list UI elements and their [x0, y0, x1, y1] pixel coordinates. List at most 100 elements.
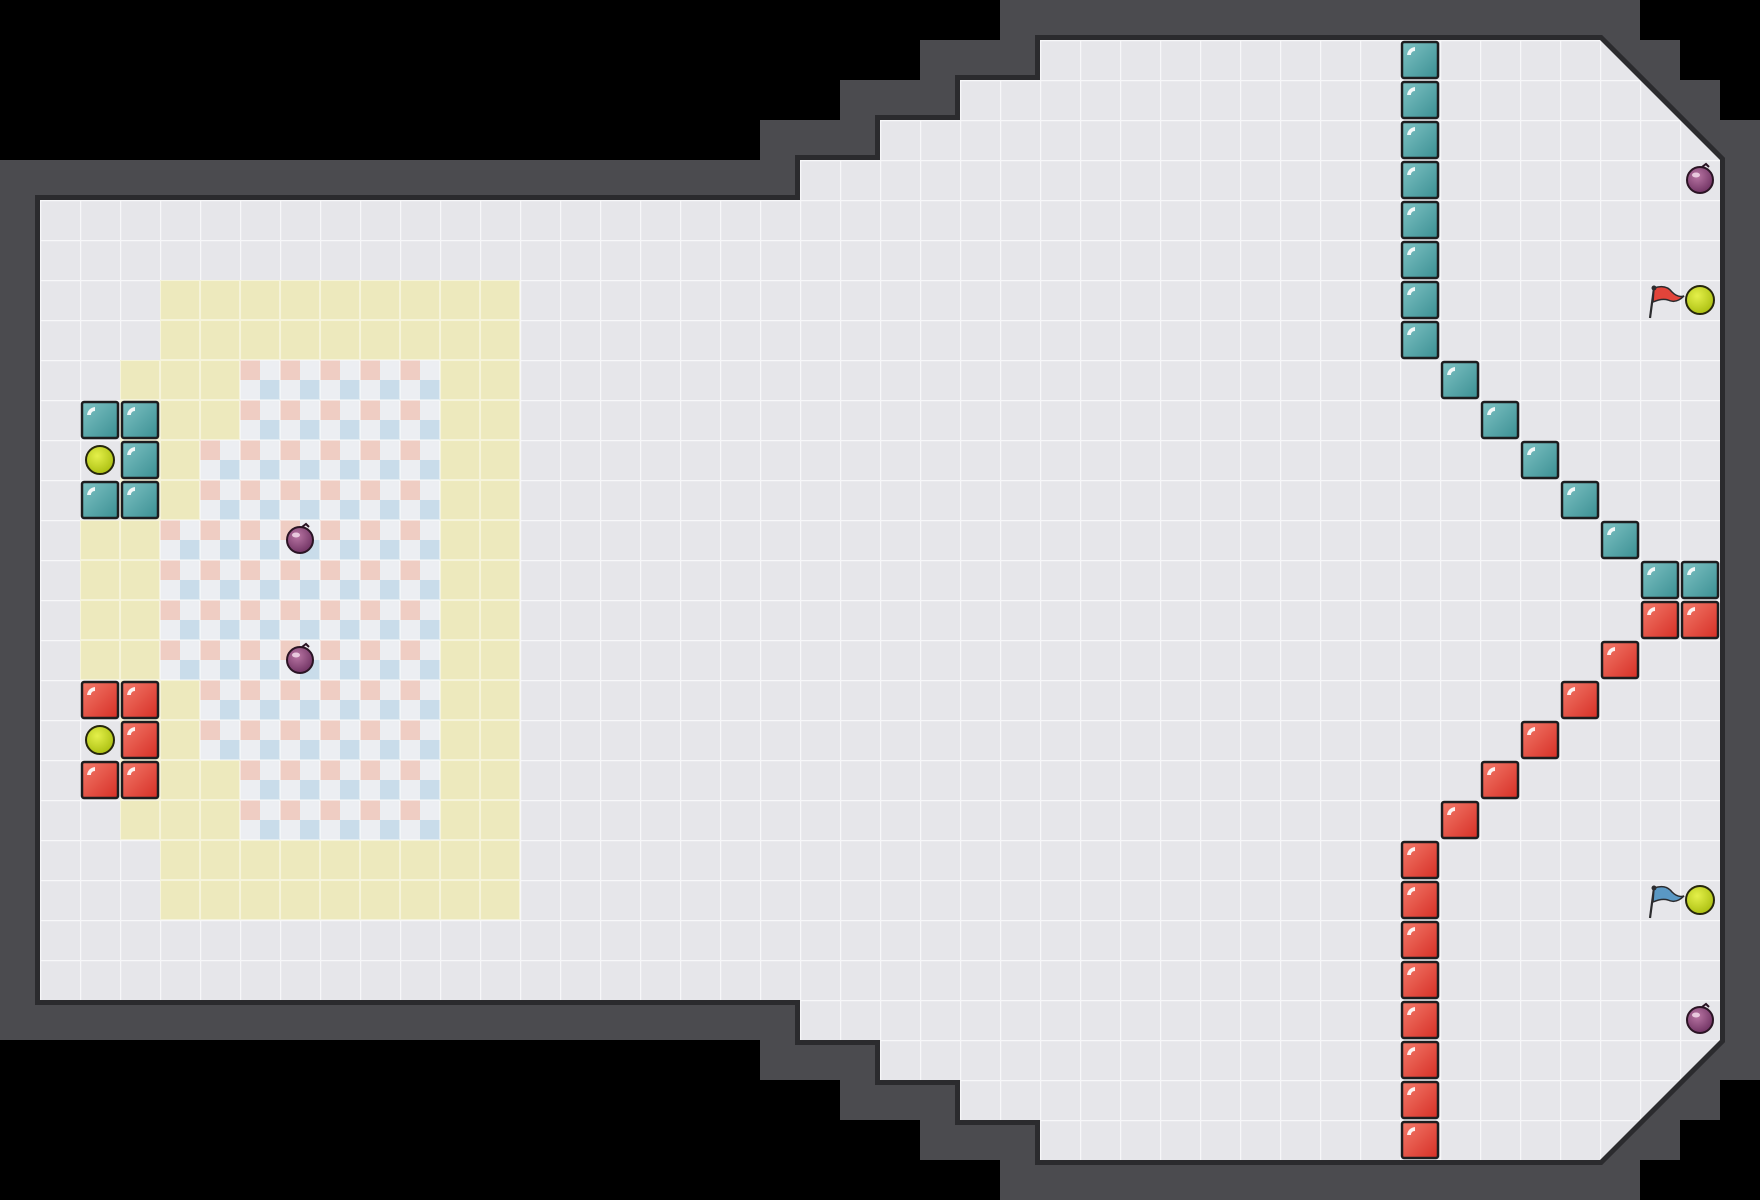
red-block[interactable]: [1400, 880, 1440, 920]
yellow-orb-icon[interactable]: [85, 725, 115, 755]
checker-cell: [280, 400, 320, 440]
checker-cell: [200, 560, 240, 600]
yellow-zone-row: [160, 840, 520, 880]
checker-cell: [400, 480, 440, 520]
teal-block[interactable]: [1400, 40, 1440, 80]
teal-block[interactable]: [1560, 480, 1600, 520]
teal-block[interactable]: [120, 400, 160, 440]
red-block[interactable]: [120, 760, 160, 800]
checker-cell: [360, 800, 400, 840]
checker-cell: [320, 800, 360, 840]
checker-cell: [200, 680, 240, 720]
red-block[interactable]: [1680, 600, 1720, 640]
teal-block[interactable]: [1400, 120, 1440, 160]
teal-block[interactable]: [1440, 360, 1480, 400]
teal-block[interactable]: [1400, 320, 1440, 360]
blue-flag-icon[interactable]: [1648, 885, 1685, 919]
teal-block[interactable]: [1400, 80, 1440, 120]
teal-block[interactable]: [1520, 440, 1560, 480]
checker-cell: [360, 560, 400, 600]
checker-cell: [240, 760, 280, 800]
checker-cell: [360, 400, 400, 440]
red-block[interactable]: [1640, 600, 1680, 640]
red-block[interactable]: [1400, 1040, 1440, 1080]
checker-cell: [240, 520, 280, 560]
checker-cell: [400, 800, 440, 840]
red-block[interactable]: [1600, 640, 1640, 680]
checker-cell: [360, 360, 400, 400]
checker-cell: [360, 480, 400, 520]
checker-cell: [200, 640, 240, 680]
purple-gem-icon[interactable]: [1686, 162, 1714, 194]
red-block[interactable]: [1400, 960, 1440, 1000]
yellow-orb-icon[interactable]: [1685, 285, 1715, 315]
checker-cell: [400, 400, 440, 440]
red-block[interactable]: [1560, 680, 1600, 720]
checker-cell: [280, 680, 320, 720]
checker-cell: [240, 360, 280, 400]
checker-cell: [360, 440, 400, 480]
checker-cell: [360, 600, 400, 640]
checker-cell: [240, 480, 280, 520]
checker-cell: [240, 400, 280, 440]
purple-gem-icon[interactable]: [286, 522, 314, 554]
red-block[interactable]: [1400, 1120, 1440, 1160]
teal-block[interactable]: [120, 440, 160, 480]
teal-block[interactable]: [80, 400, 120, 440]
checker-cell: [200, 600, 240, 640]
teal-block[interactable]: [1400, 280, 1440, 320]
teal-block[interactable]: [1480, 400, 1520, 440]
teal-block[interactable]: [1600, 520, 1640, 560]
red-block[interactable]: [120, 720, 160, 760]
checker-cell: [160, 640, 200, 680]
red-block[interactable]: [1520, 720, 1560, 760]
checker-cell: [240, 720, 280, 760]
checker-cell: [320, 680, 360, 720]
checker-cell: [240, 600, 280, 640]
red-block[interactable]: [1400, 920, 1440, 960]
checker-cell: [320, 720, 360, 760]
checker-cell: [280, 800, 320, 840]
checker-cell: [360, 720, 400, 760]
checker-cell: [320, 560, 360, 600]
red-block[interactable]: [80, 680, 120, 720]
red-block[interactable]: [1400, 840, 1440, 880]
red-block[interactable]: [1400, 1080, 1440, 1120]
checker-cell: [280, 720, 320, 760]
purple-gem-icon[interactable]: [286, 642, 314, 674]
checker-cell: [240, 440, 280, 480]
checker-cell: [320, 520, 360, 560]
red-block[interactable]: [1400, 1000, 1440, 1040]
red-flag-icon[interactable]: [1648, 285, 1685, 319]
red-block[interactable]: [120, 680, 160, 720]
yellow-orb-icon[interactable]: [85, 445, 115, 475]
checker-cell: [320, 600, 360, 640]
checker-cell: [200, 520, 240, 560]
checker-cell: [320, 640, 360, 680]
checker-cell: [200, 720, 240, 760]
checker-cell: [160, 600, 200, 640]
teal-block[interactable]: [80, 480, 120, 520]
item-layer: [80, 40, 1720, 1160]
purple-gem-icon[interactable]: [1686, 1002, 1714, 1034]
checker-cell: [400, 560, 440, 600]
red-block[interactable]: [1480, 760, 1520, 800]
zone-layer: [80, 280, 520, 920]
teal-block[interactable]: [1640, 560, 1680, 600]
yellow-orb-icon[interactable]: [1685, 885, 1715, 915]
checker-cell: [160, 520, 200, 560]
teal-block[interactable]: [1400, 240, 1440, 280]
teal-block[interactable]: [1400, 160, 1440, 200]
teal-block[interactable]: [120, 480, 160, 520]
teal-block[interactable]: [1400, 200, 1440, 240]
checker-cell: [400, 680, 440, 720]
red-block[interactable]: [80, 760, 120, 800]
teal-block[interactable]: [1680, 560, 1720, 600]
checker-cell: [280, 600, 320, 640]
red-block[interactable]: [1440, 800, 1480, 840]
checker-cell: [360, 680, 400, 720]
checker-cell: [280, 760, 320, 800]
yellow-zone-row: [160, 280, 520, 320]
